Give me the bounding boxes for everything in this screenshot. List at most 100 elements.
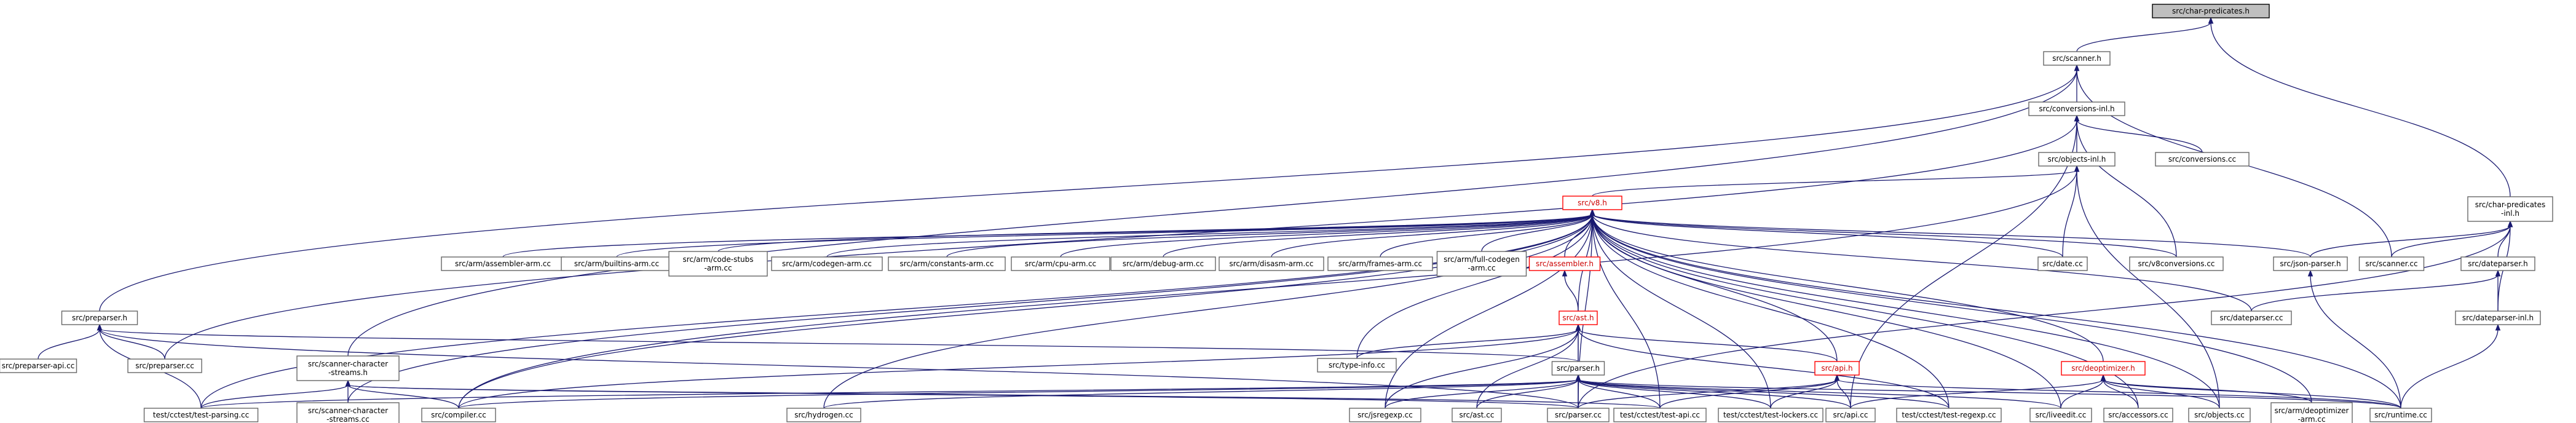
- file-node-charpred[interactable]: src/char-predicates.h: [2152, 4, 2270, 18]
- file-node-dateparsercc[interactable]: src/dateparser.cc: [2211, 310, 2292, 325]
- file-node-frames[interactable]: src/arm/frames-arm.cc: [1327, 256, 1433, 271]
- file-node-parsercc[interactable]: src/parser.cc: [1547, 408, 1610, 422]
- dependency-edge: [2400, 323, 2501, 409]
- file-node-objects[interactable]: src/objects.cc: [2188, 408, 2251, 422]
- file-node-label: src/runtime.cc: [2374, 411, 2427, 419]
- file-node-label: src/scanner-character: [308, 360, 388, 368]
- file-node-label: -streams.cc: [326, 415, 369, 423]
- file-node-conversions[interactable]: src/conversions.cc: [2155, 152, 2250, 167]
- file-node-label: src/scanner.cc: [2365, 259, 2417, 268]
- file-node-fullcg[interactable]: src/arm/full-codegen-arm.cc: [1436, 251, 1527, 277]
- file-node-ast[interactable]: src/ast.h: [1559, 310, 1598, 325]
- file-node-label: src/arm/builtins-arm.cc: [574, 259, 659, 268]
- file-node-label: src/arm/code-stubs: [682, 255, 753, 264]
- file-node-label: src/api.h: [1821, 364, 1852, 373]
- file-node-label: src/preparser.cc: [135, 362, 194, 370]
- file-node-label: src/preparser-api.cc: [2, 362, 75, 370]
- file-node-assembler[interactable]: src/assembler.h: [1528, 256, 1601, 271]
- file-node-label: -inl.h: [2501, 209, 2519, 218]
- file-node-testapi[interactable]: test/cctest/test-api.cc: [1613, 408, 1707, 422]
- dependency-edge: [1589, 208, 2312, 403]
- file-node-codestubs[interactable]: src/arm/code-stubs-arm.cc: [668, 251, 768, 277]
- file-node-label: src/scanner.h: [2052, 54, 2101, 63]
- file-node-typeinfo[interactable]: src/type-info.cc: [1317, 358, 1397, 373]
- dependency-edge: [1380, 208, 1595, 258]
- file-node-runtime[interactable]: src/runtime.cc: [2369, 408, 2432, 422]
- file-node-label: src/arm/constants-arm.cc: [900, 259, 994, 268]
- file-node-scannercc[interactable]: src/scanner.cc: [2358, 256, 2425, 271]
- file-node-label: src/arm/debug-arm.cc: [1123, 259, 1204, 268]
- file-node-deopt[interactable]: src/deoptimizer.h: [2061, 361, 2146, 376]
- dependency-edge: [2307, 269, 2401, 409]
- dependency-edge: [1589, 208, 2177, 258]
- dependency-edge: [2208, 17, 2511, 197]
- dependency-edge: [200, 208, 1595, 409]
- file-node-label: src/hydrogen.cc: [794, 411, 853, 419]
- file-node-dpinl[interactable]: src/dateparser-inl.h: [2455, 310, 2541, 325]
- file-node-label: src/conversions.cc: [2168, 155, 2236, 164]
- dependency-edge: [2391, 220, 2513, 258]
- file-node-apih[interactable]: src/api.h: [1814, 361, 1860, 376]
- file-node-parserh[interactable]: src/parser.h: [1551, 361, 1605, 376]
- file-node-testparsing[interactable]: test/cctest/test-parsing.cc: [143, 408, 259, 422]
- file-node-liveedit[interactable]: src/liveedit.cc: [2029, 408, 2092, 422]
- file-node-label: src/deoptimizer.h: [2071, 364, 2135, 373]
- file-node-disasm[interactable]: src/arm/disasm-arm.cc: [1219, 256, 1324, 271]
- dependency-edge: [2076, 17, 2214, 52]
- file-node-label: src/jsregexp.cc: [1357, 411, 1413, 419]
- file-node-label: test/cctest/test-parsing.cc: [153, 411, 249, 419]
- file-node-label: test/cctest/test-regexp.cc: [1902, 411, 1996, 419]
- file-node-label: src/assembler.h: [1536, 259, 1594, 268]
- dependency-edge: [1385, 323, 1581, 409]
- file-node-apicc[interactable]: src/api.cc: [1825, 408, 1876, 422]
- file-node-preparserapi[interactable]: src/preparser-api.cc: [0, 358, 77, 373]
- file-node-scs[interactable]: src/scanner-character-streams.h: [296, 355, 400, 381]
- file-node-label: src/arm/cpu-arm.cc: [1025, 259, 1096, 268]
- file-node-astcc[interactable]: src/ast.cc: [1452, 408, 1502, 422]
- file-node-label: -streams.h: [328, 368, 368, 377]
- file-node-debug[interactable]: src/arm/debug-arm.cc: [1110, 256, 1216, 271]
- file-nodes: src/char-predicates.h src/scanner.h src/co…: [0, 4, 2553, 423]
- file-node-armdeopt[interactable]: src/arm/deoptimizer-arm.cc: [2270, 402, 2353, 423]
- file-node-testregexp[interactable]: test/cctest/test-regexp.cc: [1896, 408, 2002, 422]
- file-node-scscc[interactable]: src/scanner-character-streams.cc: [296, 402, 400, 423]
- file-node-label: src/dateparser-inl.h: [2462, 314, 2534, 322]
- file-node-jsonparser[interactable]: src/json-parser.h: [2273, 256, 2348, 271]
- file-node-label: src/ast.cc: [1460, 411, 1495, 419]
- file-node-asm[interactable]: src/arm/assembler-arm.cc: [441, 256, 565, 271]
- file-node-label: src/char-predicates: [2475, 200, 2546, 209]
- dependency-edge: [1834, 374, 2401, 409]
- dependency-edge: [347, 208, 1595, 403]
- file-node-label: src/compiler.cc: [431, 411, 486, 419]
- file-node-label: test/cctest/test-api.cc: [1620, 411, 1700, 419]
- file-node-constants[interactable]: src/arm/constants-arm.cc: [888, 256, 1006, 271]
- file-node-label: src/liveedit.cc: [2036, 411, 2087, 419]
- file-node-scanner[interactable]: src/scanner.h: [2043, 51, 2111, 66]
- file-node-label: src/objects.cc: [2194, 411, 2245, 419]
- dependency-edge: [1589, 208, 2063, 258]
- file-node-testlockers[interactable]: test/cctest/test-lockers.cc: [1718, 408, 1823, 422]
- file-node-codegen[interactable]: src/arm/codegen-arm.cc: [771, 256, 883, 271]
- file-node-cpinl[interactable]: src/char-predicates-inl.h: [2467, 196, 2553, 222]
- file-node-objinl[interactable]: src/objects-inl.h: [2038, 152, 2116, 167]
- dependency-edge: [99, 64, 2080, 312]
- file-node-label: src/dateparser.cc: [2219, 314, 2283, 322]
- file-node-date[interactable]: src/date.cc: [2037, 256, 2088, 271]
- file-node-label: src/scanner-character: [308, 406, 388, 415]
- file-node-cpu[interactable]: src/arm/cpu-arm.cc: [1011, 256, 1110, 271]
- file-node-v8conv[interactable]: src/v8conversions.cc: [2129, 256, 2224, 271]
- file-node-preparsercc[interactable]: src/preparser.cc: [127, 358, 202, 373]
- file-node-preparser[interactable]: src/preparser.h: [61, 310, 138, 325]
- dependency-edge: [164, 114, 2080, 360]
- file-node-builtins[interactable]: src/arm/builtins-arm.cc: [561, 256, 673, 271]
- file-node-label: src/v8.h: [1578, 199, 1607, 207]
- file-node-hydrogen[interactable]: src/hydrogen.cc: [786, 408, 861, 422]
- file-node-v8[interactable]: src/v8.h: [1562, 196, 1622, 210]
- file-node-accessors[interactable]: src/accessors.cc: [2103, 408, 2173, 422]
- file-node-dateparser[interactable]: src/dateparser.h: [2460, 256, 2535, 271]
- file-node-jsregexp[interactable]: src/jsregexp.cc: [1349, 408, 1421, 422]
- file-node-label: src/json-parser.h: [2280, 259, 2341, 268]
- file-node-convinl[interactable]: src/conversions-inl.h: [2028, 101, 2125, 116]
- file-node-label: src/preparser.h: [72, 314, 127, 322]
- file-node-compiler[interactable]: src/compiler.cc: [421, 408, 496, 422]
